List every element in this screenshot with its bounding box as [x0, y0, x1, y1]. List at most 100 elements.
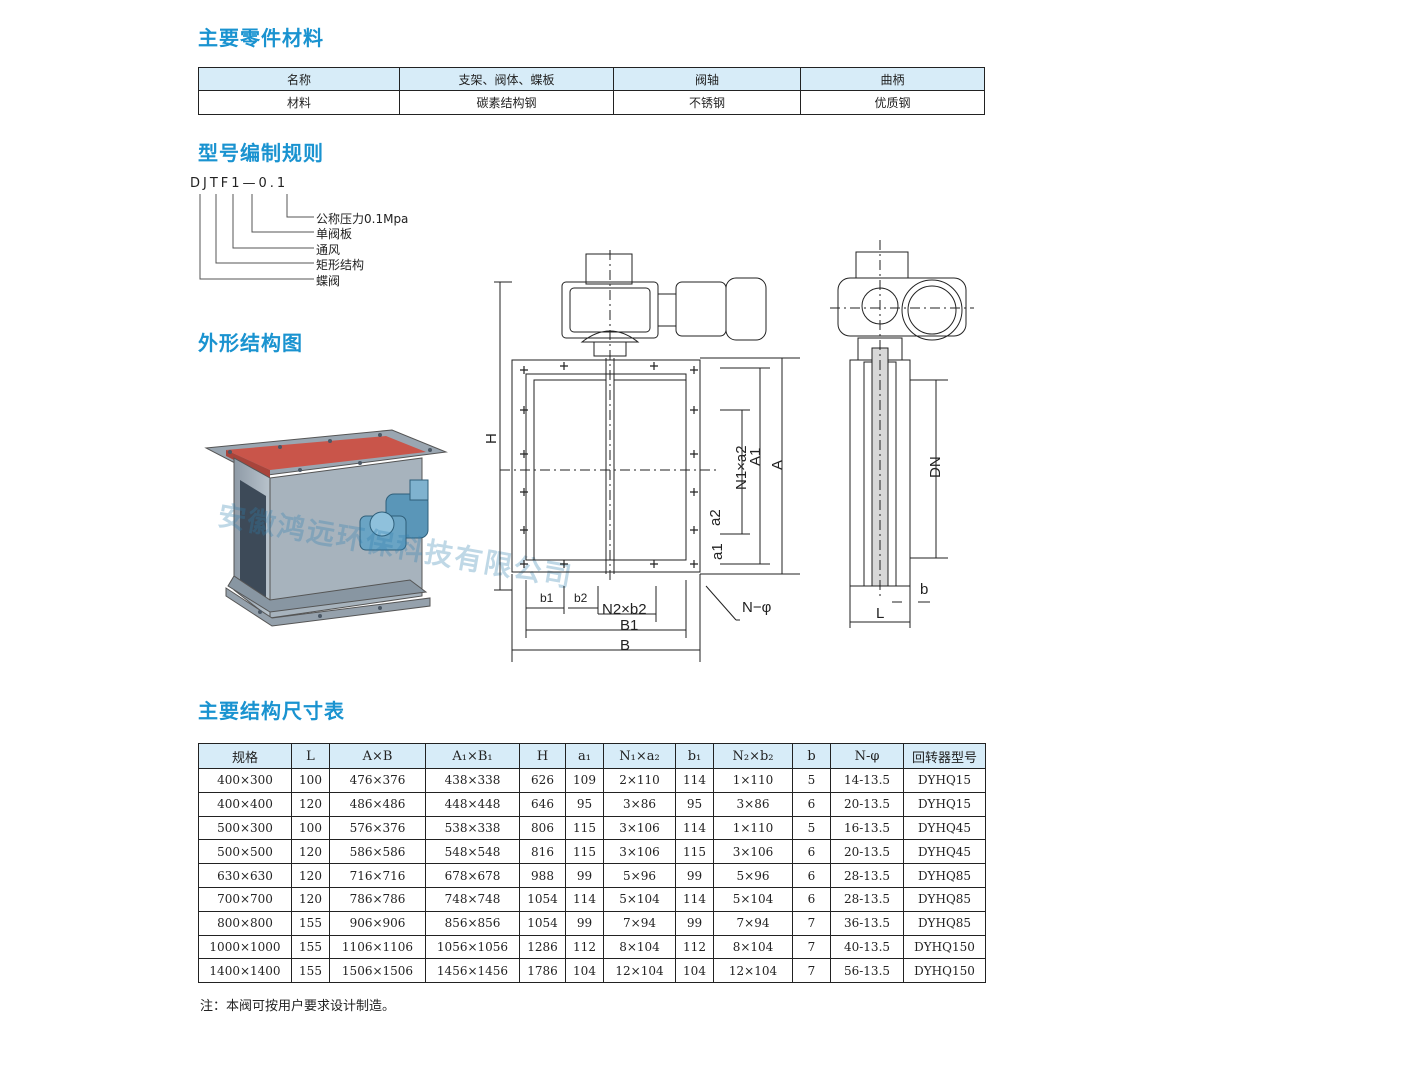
materials-cell: 不锈钢	[613, 90, 801, 115]
table-cell: 5	[792, 768, 831, 793]
materials-header-cell: 名称	[198, 67, 400, 91]
dim-header-cell: a₁	[565, 743, 604, 769]
table-cell: 7×94	[603, 910, 676, 936]
table-cell: 1106×1106	[329, 934, 426, 960]
label-b1: b1	[540, 591, 554, 605]
table-cell: 800×800	[198, 910, 292, 936]
table-cell: 400×400	[198, 791, 292, 817]
label-N-phi: N−φ	[742, 599, 772, 616]
front-actuator	[561, 250, 767, 358]
table-cell: 630×630	[198, 863, 292, 888]
table-cell: 112	[675, 934, 714, 960]
label-H: H	[483, 433, 500, 444]
label-DN: DN	[927, 456, 944, 478]
table-cell: 8×104	[603, 934, 676, 960]
table-cell: 100	[291, 815, 330, 841]
table-cell: 1×110	[713, 768, 793, 793]
table-cell: 155	[291, 958, 330, 984]
table-cell: DYHQ85	[903, 910, 986, 936]
table-cell: 716×716	[329, 863, 426, 888]
table-cell: 5	[792, 815, 831, 841]
table-cell: 36-13.5	[830, 910, 904, 936]
table-cell: 1286	[519, 934, 566, 960]
label-N1a2: N1×a2	[733, 445, 750, 490]
table-cell: 500×300	[198, 815, 292, 841]
table-cell: 8×104	[713, 934, 793, 960]
materials-header-row: 名称 支架、阀体、蝶板 阀轴 曲柄	[198, 67, 985, 91]
label-B1: B1	[620, 617, 638, 634]
table-cell: 3×106	[603, 839, 676, 865]
code-label-pressure: 公称压力0.1Mpa	[316, 212, 409, 226]
table-cell: 120	[291, 791, 330, 817]
code-label-butterfly-valve: 蝶阀	[316, 274, 341, 288]
materials-table: 名称 支架、阀体、蝶板 阀轴 曲柄 材料 碳素结构钢 不锈钢 优质钢	[198, 67, 985, 115]
code-label-ventilation: 通风	[316, 243, 341, 257]
table-cell: 95	[565, 791, 604, 817]
table-cell: 7	[792, 910, 831, 936]
table-cell: 20-13.5	[830, 791, 904, 817]
table-cell: 1400×1400	[198, 958, 292, 984]
table-cell: 806	[519, 815, 566, 841]
table-cell: 1054	[519, 910, 566, 936]
table-cell: 112	[565, 934, 604, 960]
dim-header-cell: 回转器型号	[903, 743, 986, 769]
table-cell: 20-13.5	[830, 839, 904, 865]
materials-header-cell: 曲柄	[800, 67, 985, 91]
table-cell: DYHQ150	[903, 934, 986, 960]
table-cell: 155	[291, 910, 330, 936]
materials-row: 材料 碳素结构钢 不锈钢 优质钢	[198, 90, 985, 115]
dim-header-cell: b₁	[675, 743, 714, 769]
table-cell: 114	[675, 886, 714, 912]
table-cell: 1000×1000	[198, 934, 292, 960]
product-photo	[200, 420, 460, 635]
table-cell: DYHQ150	[903, 958, 986, 984]
table-cell: 678×678	[425, 863, 520, 888]
label-L: L	[876, 605, 884, 622]
materials-cell: 材料	[198, 90, 400, 115]
table-cell: 7	[792, 934, 831, 960]
table-cell: 1054	[519, 886, 566, 912]
table-cell: 95	[675, 791, 714, 817]
table-cell: 748×748	[425, 886, 520, 912]
side-view	[830, 240, 974, 628]
table-cell: 120	[291, 886, 330, 912]
table-cell: DYHQ45	[903, 839, 986, 865]
label-A: A	[769, 460, 786, 470]
table-cell: 114	[565, 886, 604, 912]
dim-header-cell: H	[519, 743, 566, 769]
table-cell: 56-13.5	[830, 958, 904, 984]
dim-header-cell: L	[291, 743, 330, 769]
table-cell: 856×856	[425, 910, 520, 936]
table-cell: 99	[675, 910, 714, 936]
table-cell: 576×376	[329, 815, 426, 841]
front-view	[494, 281, 800, 662]
table-cell: 3×106	[713, 839, 793, 865]
outline-drawing: H N1×a2 A1 A a2 a1 b1 b2 N2×b2 B1 B N−φ …	[470, 230, 990, 674]
materials-header-cell: 阀轴	[613, 67, 801, 91]
materials-cell: 优质钢	[800, 90, 985, 115]
model-rule-heading: 型号编制规则	[198, 141, 324, 165]
table-cell: 99	[565, 863, 604, 888]
outline-heading: 外形结构图	[198, 331, 303, 355]
dim-header-cell: N-φ	[830, 743, 904, 769]
table-cell: 155	[291, 934, 330, 960]
table-cell: 5×104	[713, 886, 793, 912]
table-cell: DYHQ85	[903, 863, 986, 888]
table-cell: 6	[792, 791, 831, 817]
table-cell: DYHQ85	[903, 886, 986, 912]
dimensions-table: 规格 L A×B A₁×B₁ H a₁ N₁×a₂ b₁ N₂×b₂ b N-φ…	[198, 743, 986, 984]
table-cell: 28-13.5	[830, 886, 904, 912]
table-cell: DYHQ45	[903, 815, 986, 841]
table-cell: 400×300	[198, 768, 292, 793]
table-cell: 538×338	[425, 815, 520, 841]
label-b: b	[920, 581, 928, 598]
table-cell: 3×86	[713, 791, 793, 817]
table-cell: 12×104	[603, 958, 676, 984]
dim-header-cell: N₁×a₂	[603, 743, 676, 769]
dim-header-cell: N₂×b₂	[713, 743, 793, 769]
